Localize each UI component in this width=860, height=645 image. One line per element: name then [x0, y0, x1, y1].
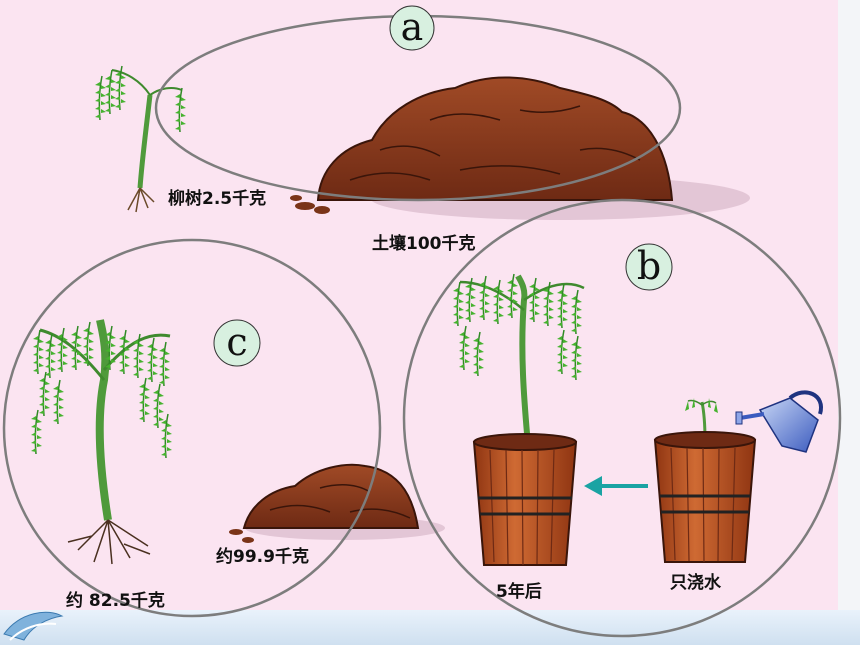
watering-can-icon [735, 390, 823, 453]
large-willow-illustration [30, 319, 173, 565]
marker-c-badge [213, 319, 261, 367]
section-c: c 约99.9千克 约 82.5千克 [2, 238, 445, 618]
pot-grown-tree [452, 273, 585, 566]
section-b: b 5年后 只浇水 [402, 198, 842, 638]
circle-b [402, 198, 842, 638]
bottom-left-logo-icon [3, 611, 64, 641]
right-edge-strip [838, 0, 860, 610]
soil-pile-large [290, 76, 750, 220]
small-willow-illustration [94, 65, 187, 213]
pot-sapling [653, 398, 757, 563]
label-soil-initial: 土壤100千克 [372, 233, 476, 254]
label-water-only: 只浇水 [670, 572, 722, 593]
label-after-years: 5年后 [496, 581, 542, 602]
circle-c [2, 238, 382, 618]
marker-c: c [226, 320, 247, 364]
marker-b: b [637, 244, 661, 288]
label-willow-initial: 柳树2.5千克 [168, 188, 266, 209]
soil-pile-small [229, 463, 445, 543]
label-willow-final: 约 82.5千克 [66, 590, 165, 611]
arrow-left-icon [584, 476, 648, 496]
label-soil-final: 约99.9千克 [216, 546, 309, 567]
bottom-toolbar-bar [0, 610, 860, 645]
marker-a: a [401, 5, 424, 49]
section-a: a 柳树2.5千克 土壤100千克 [94, 5, 750, 254]
marker-a-badge [389, 5, 435, 51]
marker-b-badge [625, 243, 673, 291]
